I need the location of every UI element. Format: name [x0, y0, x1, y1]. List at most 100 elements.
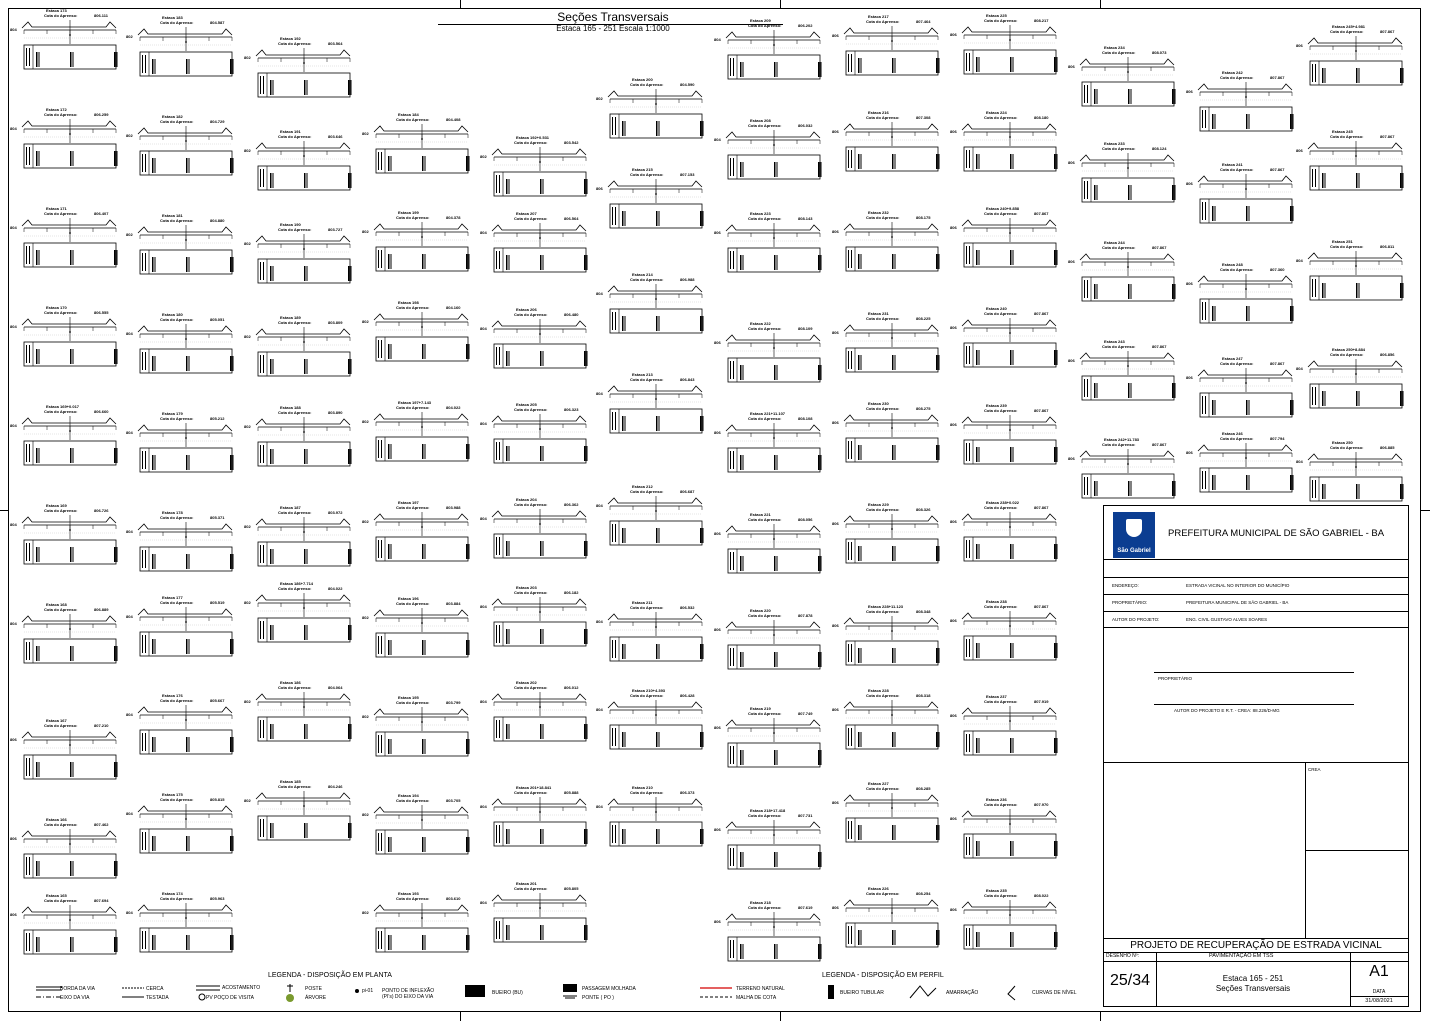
section-cota-label: Cota do Aprenso: [514, 685, 548, 690]
section-cota-label: Cota do Aprenso: [1330, 352, 1364, 357]
table-label-mark [848, 821, 849, 839]
section-station: Estaca 199 [398, 210, 419, 215]
elevation-value-mark [894, 546, 896, 561]
grade-line [491, 598, 587, 606]
elevation-value-mark [350, 549, 352, 564]
elevation-value-mark [424, 739, 426, 754]
elevation-value-mark [422, 156, 424, 171]
elevation-value-mark [540, 351, 542, 366]
section-cota-value: 803.884 [446, 601, 461, 606]
elevation-value-mark [584, 629, 586, 644]
profile-table [845, 538, 939, 564]
section-station: Estaca 209 [750, 18, 771, 23]
section-cota-value: 804.378 [446, 215, 461, 220]
elevation-value-mark [1212, 206, 1214, 221]
section-cota-label: Cota do Aprenso: [748, 711, 782, 716]
elevation-value-mark [272, 449, 274, 464]
table-label-mark [1315, 169, 1316, 187]
section-datum: 804 [126, 910, 133, 915]
elevation-value-mark [38, 250, 40, 265]
elevation-value-mark [742, 556, 744, 571]
elevation-value-mark [656, 829, 658, 844]
elevation-value-mark [1292, 306, 1294, 321]
section-datum: 804 [596, 503, 603, 508]
table-label-mark [1084, 85, 1085, 103]
elevation-value-mark [1056, 57, 1058, 72]
elevation-value-mark [270, 724, 272, 739]
table-label-mark [730, 158, 731, 176]
elevation-value-mark [72, 52, 74, 67]
elevation-value-mark [936, 58, 938, 73]
table-label-mark [966, 443, 967, 461]
profile-table [963, 833, 1057, 859]
crea-label: CREA [1308, 767, 1321, 772]
elevation-value-mark [72, 448, 74, 463]
elevation-value-mark [820, 62, 822, 77]
table-label-mark [1312, 279, 1313, 297]
table-label-mark [1202, 110, 1203, 128]
section-cota-value: 804.729 [210, 119, 225, 124]
table-label-mark [26, 345, 27, 363]
grade-line [21, 219, 117, 227]
elevation-value-mark [230, 554, 232, 569]
table-label-mark [142, 154, 143, 172]
section-station: Estaca 184 [398, 112, 419, 117]
section-datum: 804 [10, 225, 17, 230]
axis-marker [1009, 136, 1011, 138]
section-cota-label: Cota do Aprenso: [396, 700, 430, 705]
table-label-mark [1315, 64, 1316, 82]
elevation-value-mark [892, 825, 894, 840]
section-datum: 802 [362, 229, 369, 234]
elevation-value-mark [388, 739, 390, 754]
grade-line [725, 424, 821, 432]
table-label-mark [969, 346, 970, 364]
elevation-value-mark [1056, 932, 1058, 947]
elevation-value-mark [114, 151, 116, 166]
elevation-value-mark [466, 156, 468, 171]
section-cota-label: Cota do Aprenso: [396, 601, 430, 606]
elevation-value-mark [114, 547, 116, 562]
section-datum: 804 [1296, 366, 1303, 371]
table-label-mark [848, 250, 849, 268]
section-cota-value: 805.051 [210, 317, 225, 322]
elevation-value-mark [742, 255, 744, 270]
section-drawing [373, 608, 470, 658]
section-datum: 806 [714, 340, 721, 345]
section-cota-value: 806.856 [1380, 352, 1395, 357]
axis-marker [1009, 720, 1011, 722]
elevation-value-mark [820, 944, 822, 959]
axis-marker [539, 428, 541, 430]
profile-table [257, 541, 351, 567]
elevation-value-mark [390, 444, 392, 459]
profile-table [1309, 165, 1403, 191]
elevation-value-mark [1172, 481, 1174, 496]
profile-table [963, 49, 1057, 75]
table-label-mark [496, 251, 497, 269]
grade-line [1307, 142, 1403, 150]
section-cota-value: 808.073 [1152, 50, 1167, 55]
section-station: Estaca 169+0.017 [46, 404, 80, 409]
section-cota-value: 806.564 [564, 216, 579, 221]
table-label-mark [969, 639, 970, 657]
table-label-mark [848, 54, 849, 72]
section-cota-label: Cota do Aprenso: [984, 505, 1018, 510]
section-datum: 804 [480, 516, 487, 521]
elevation-value-mark [658, 528, 660, 543]
section-cota-label: Cota do Aprenso: [44, 898, 78, 903]
table-label-mark [615, 728, 616, 746]
table-label-mark [1087, 181, 1088, 199]
section-cota-label: Cota do Aprenso: [866, 316, 900, 321]
elevation-value-mark [936, 825, 938, 840]
elevation-value-mark [152, 158, 154, 173]
profile-table [1309, 275, 1403, 301]
section-station: Estaca 232 [868, 210, 889, 215]
elevation-value-mark [154, 639, 156, 654]
axis-marker [1009, 914, 1011, 916]
elevation-value-mark [72, 151, 74, 166]
section-cota-value: 803.799 [446, 700, 461, 705]
profile-table [139, 729, 233, 755]
